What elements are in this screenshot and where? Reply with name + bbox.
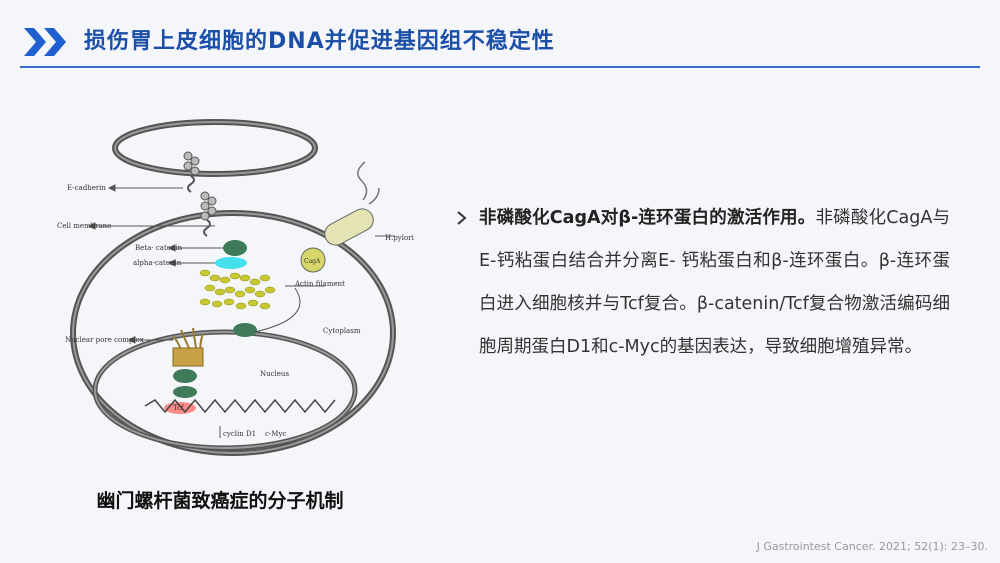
beta-catenin-tcf-complex [173,386,197,398]
citation: J Gastrointest Cancer. 2021; 52(1): 23–3… [756,540,988,553]
e-cadherin-beads [183,151,217,221]
diagram-caption: 幽门螺杆菌致癌症的分子机制 [96,490,344,512]
bullet-arrow-icon [455,197,475,240]
actin-filaments [199,269,276,310]
beta-catenin-shape [223,240,247,256]
e-cadherin-helix [187,175,211,237]
double-chevron-right-icon [24,28,72,56]
tcf-shape [164,402,196,414]
label-cyclin-d1: cyclin D1 [223,430,256,438]
label-cell-membrane: Cell membrane [57,222,111,230]
actin-arrow [254,287,301,333]
beta-catenin-cytoplasm [233,323,257,337]
dna-strand [144,398,336,414]
label-caga: CagA [304,258,321,265]
label-beta-catenin: Beta- catenin [135,244,183,252]
label-e-cadherin: E-cadherin [67,184,106,192]
alpha-catenin-shape [215,257,247,269]
label-nuclear-pore-complex: Nuclear pore complex [65,336,144,344]
bullet-body: 非磷酸化CagA与E-钙粘蛋白结合并分离E- 钙粘蛋白和β-连环蛋白。β-连环蛋… [479,208,950,357]
bullet-lead: 非磷酸化CagA对β-连环蛋白的激活作用。 [479,208,816,228]
label-tcf: Tcf [173,404,185,412]
label-alpha-catenin: alpha-catenin [133,259,182,267]
label-nucleus: Nucleus [260,370,289,378]
label-cytoplasm: Cytoplasm [323,327,361,335]
beta-catenin-nucleus [173,369,197,383]
h-pylori-bacterium [300,161,380,273]
hpylori-mechanism-diagram: E-cadherin Cell membrane Beta- catenin a… [55,108,415,458]
bullet-text: 非磷酸化CagA对β-连环蛋白的激活作用。非磷酸化CagA与E-钙粘蛋白结合并分… [479,197,950,369]
label-c-myc: c-Myc [265,430,286,438]
page-title: 损伤胃上皮细胞的DNA并促进基因组不稳定性 [84,29,555,54]
header-divider [20,66,980,68]
label-actin-filament: Actin filament [294,280,345,288]
header: 损伤胃上皮细胞的DNA并促进基因组不稳定性 [0,0,1000,80]
bullet-item: 非磷酸化CagA对β-连环蛋白的激活作用。非磷酸化CagA与E-钙粘蛋白结合并分… [455,197,950,369]
label-h-pylori: H.pylori [385,234,415,242]
